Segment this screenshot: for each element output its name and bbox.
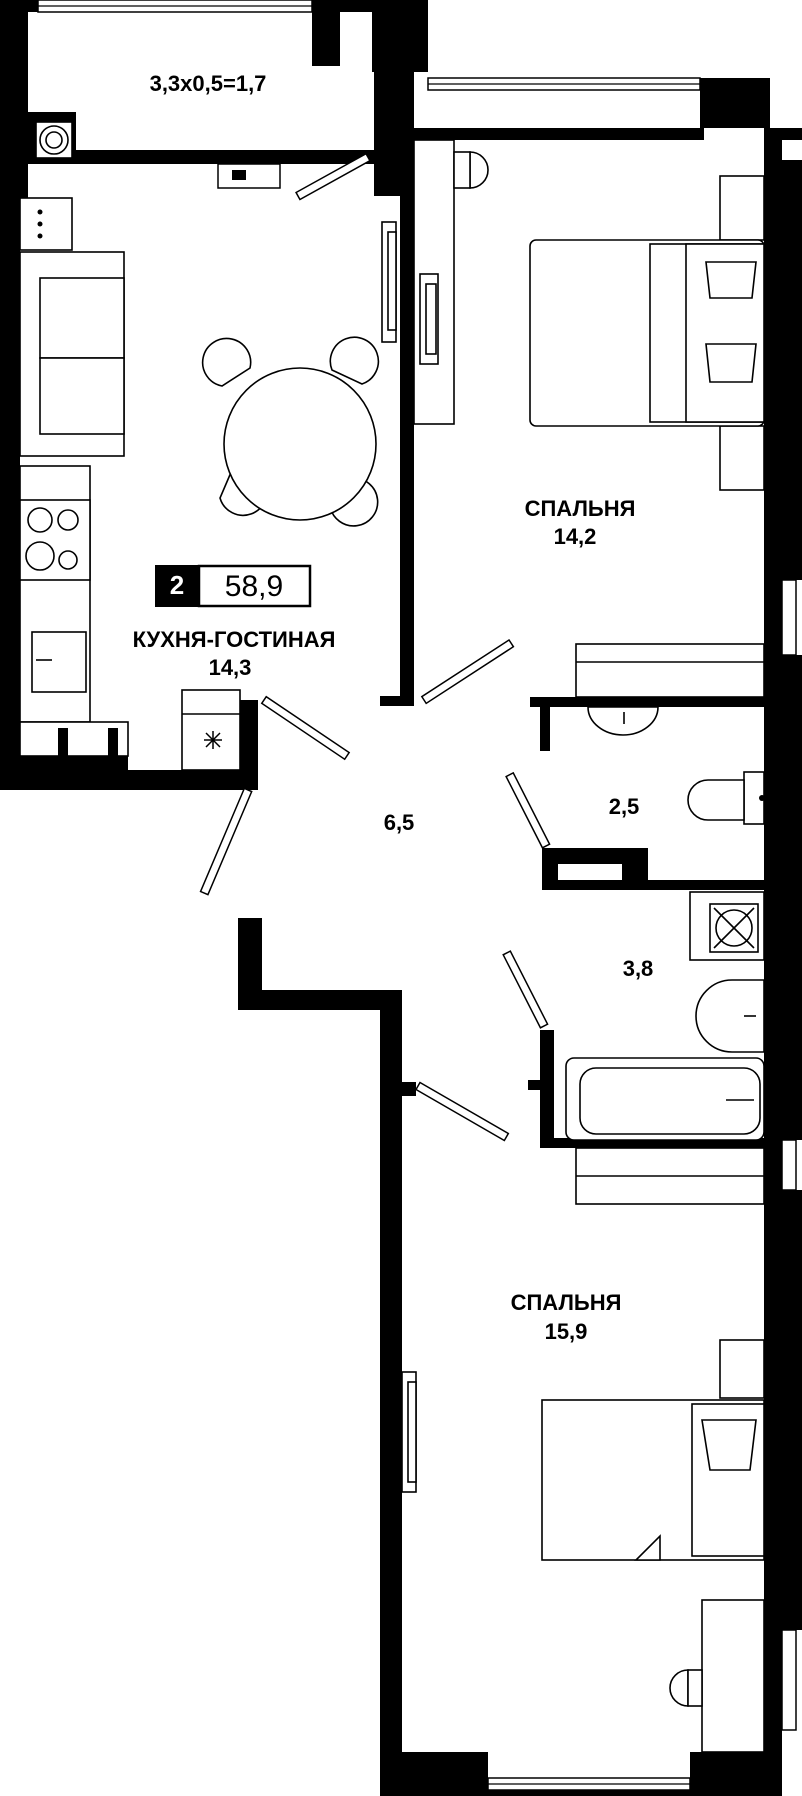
wc-label: 2,5: [609, 794, 640, 819]
hallway-label: 6,5: [384, 810, 415, 835]
wc-area: 2,5: [609, 794, 640, 819]
badge-area-box: [197, 564, 312, 608]
kitchen-living-area: 14,3: [209, 655, 252, 680]
bedroom1-furniture: [413, 139, 765, 698]
badge-total-area: 58,9: [225, 570, 283, 603]
bedroom1-area: 14,2: [554, 524, 597, 549]
bedroom2-furniture: [401, 1339, 765, 1753]
bedroom1-label: СПАЛЬНЯ 14,2: [525, 496, 636, 549]
badge-rooms-box: [155, 565, 199, 607]
area-badge: 2 58,9: [155, 564, 312, 608]
bedroom1-name: СПАЛЬНЯ: [525, 496, 636, 521]
badge-rooms-count: 2: [170, 570, 184, 600]
kitchen-living-name: КУХНЯ-ГОСТИНАЯ: [133, 627, 336, 652]
bathroom-label: 3,8: [623, 956, 654, 981]
doors: [199, 152, 551, 1142]
bathroom-furniture: [565, 891, 765, 1205]
bathroom-area: 3,8: [623, 956, 654, 981]
windows: [37, 0, 797, 1791]
bedroom2-area: 15,9: [545, 1319, 588, 1344]
bedroom2-label: СПАЛЬНЯ 15,9: [511, 1290, 622, 1344]
wc-furniture: [587, 706, 765, 825]
kitchen-furniture: [19, 121, 397, 771]
balcony-label: 3,3x0,5=1,7: [150, 71, 267, 96]
balcony-area: 3,3x0,5=1,7: [150, 71, 267, 96]
hallway-area: 6,5: [384, 810, 415, 835]
bedroom2-name: СПАЛЬНЯ: [511, 1290, 622, 1315]
kitchen-living-label: КУХНЯ-ГОСТИНАЯ 14,3: [133, 627, 336, 680]
